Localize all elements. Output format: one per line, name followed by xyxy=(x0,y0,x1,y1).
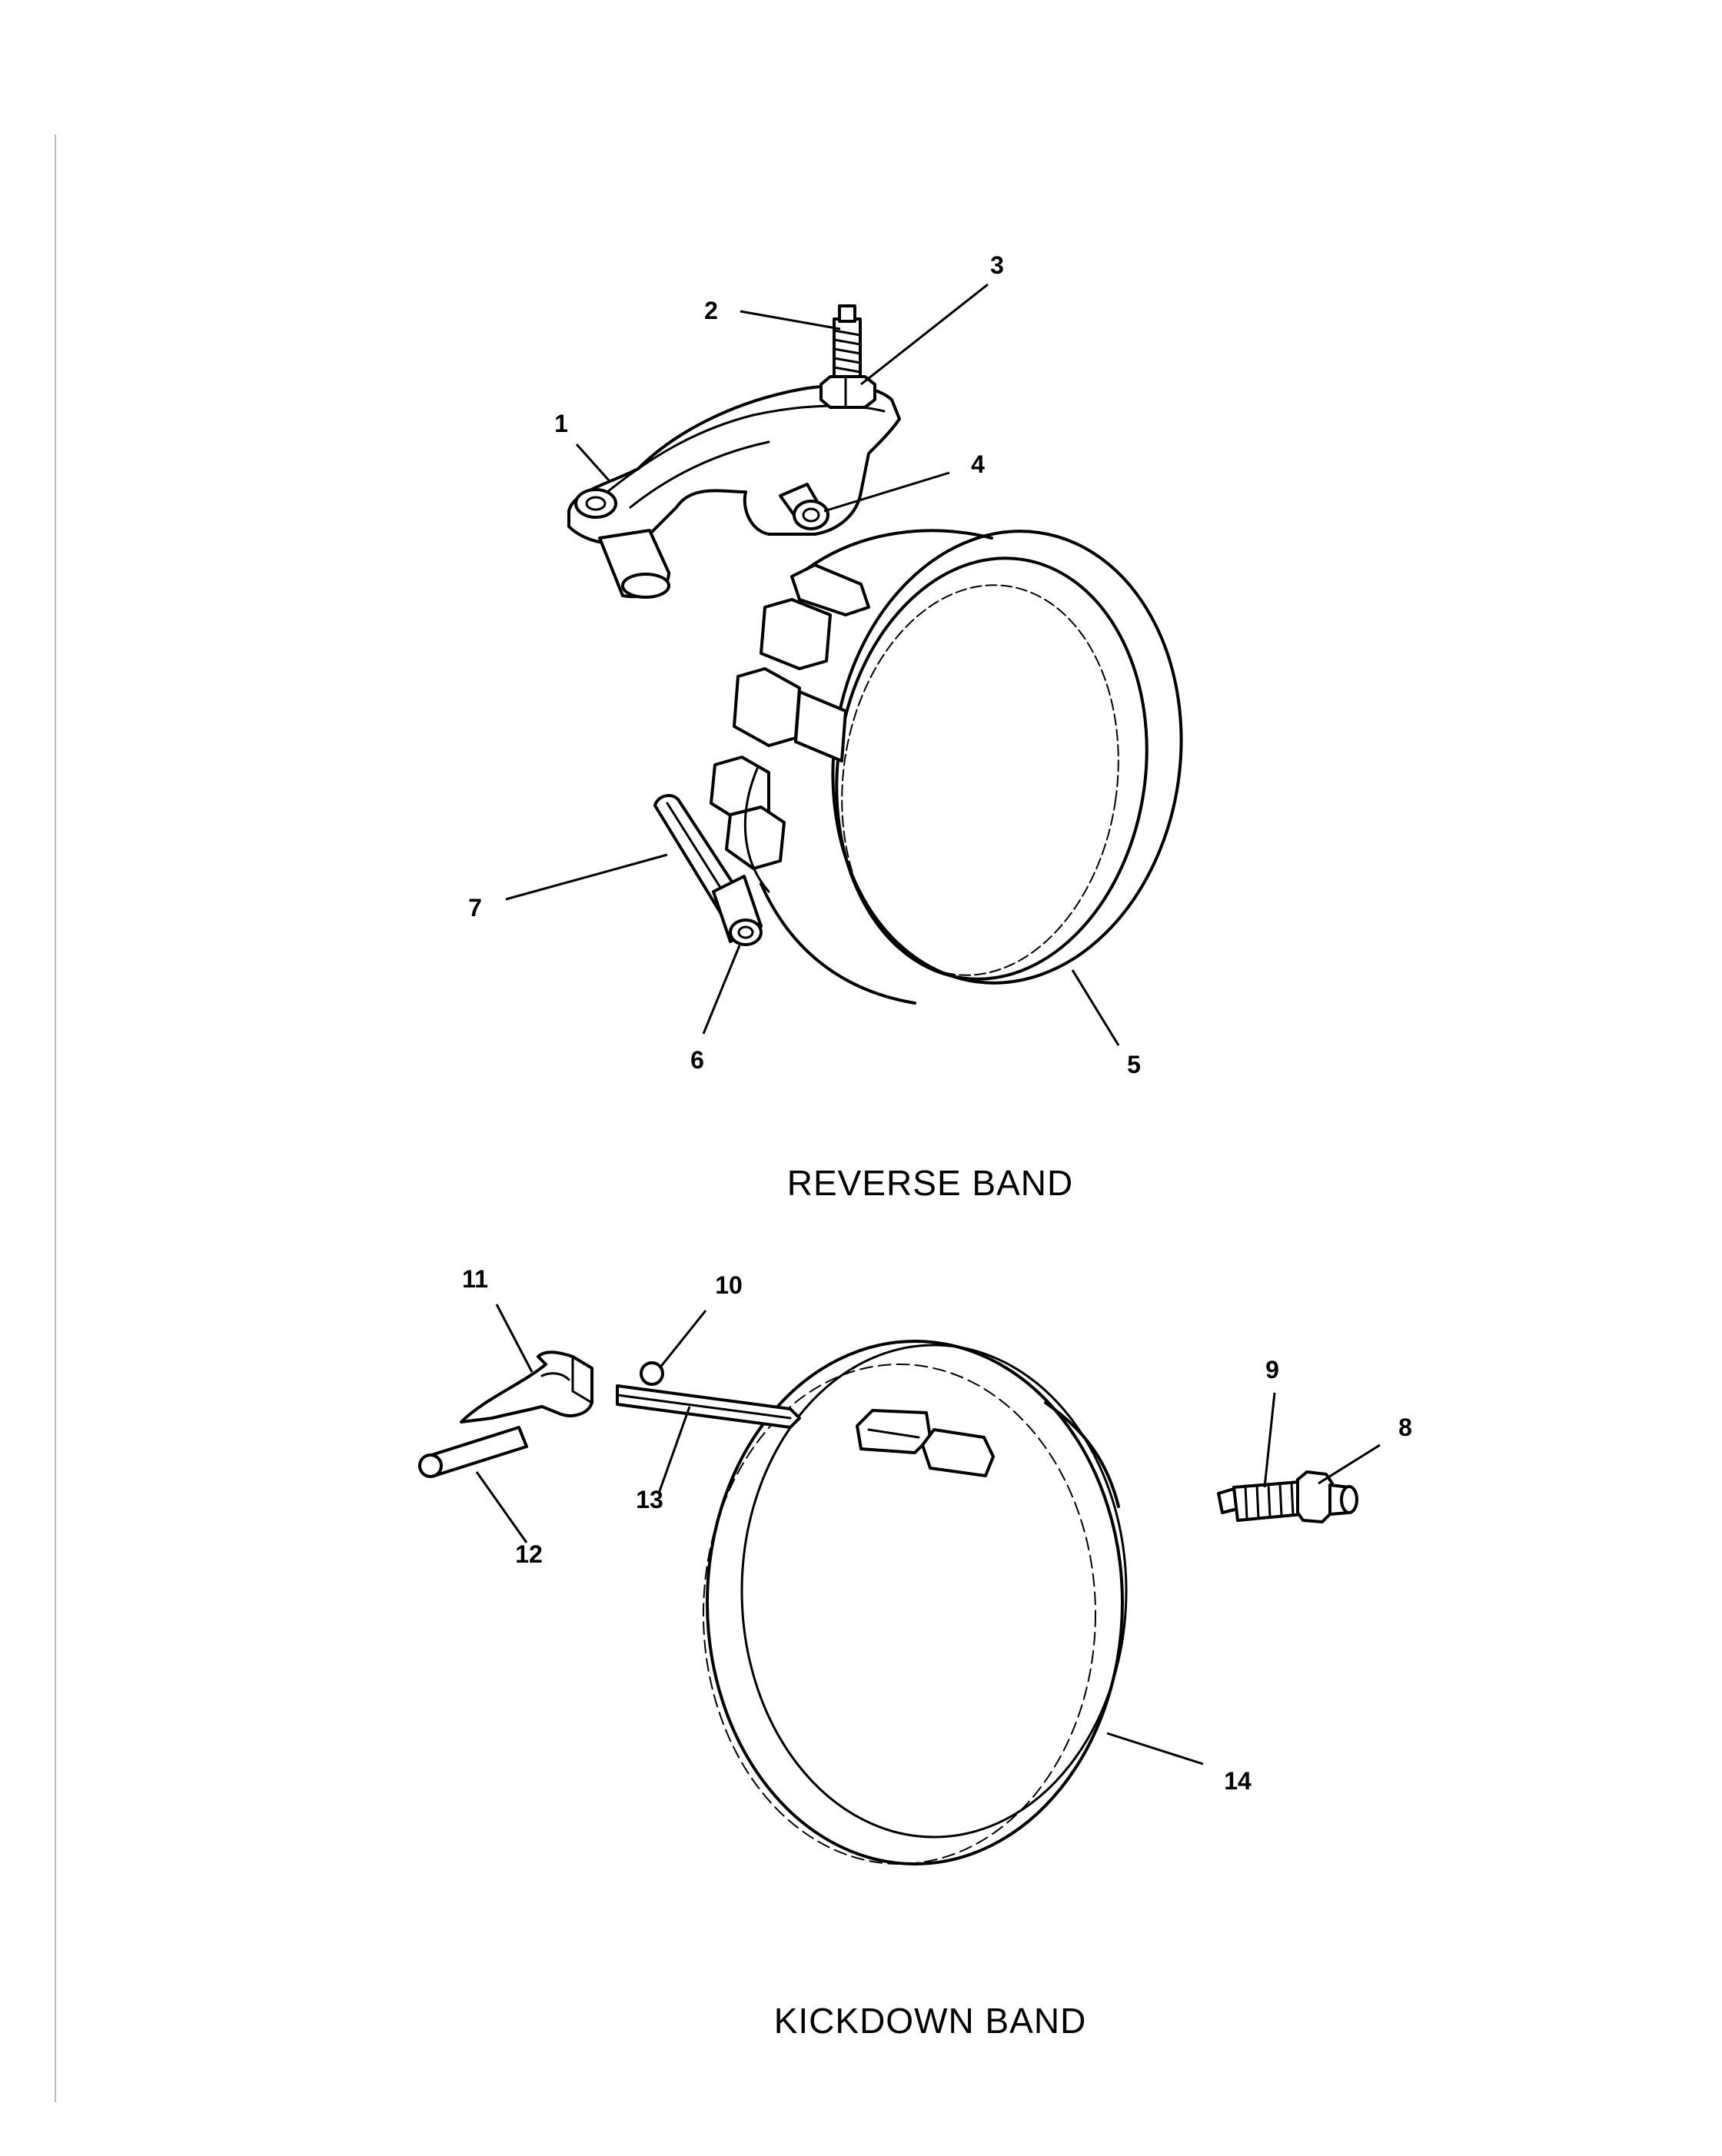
caption-reverse-band: REVERSE BAND xyxy=(787,1163,1073,1203)
callout-5: 5 xyxy=(1127,1051,1141,1078)
callout-3: 3 xyxy=(990,251,1004,279)
part-2-screw xyxy=(833,304,862,382)
part-12-pin xyxy=(418,1426,528,1478)
kickdown-band-clips xyxy=(856,1409,995,1477)
callout-1: 1 xyxy=(554,410,568,437)
reverse-band-bracket xyxy=(710,563,870,893)
part-13-strut xyxy=(616,1384,801,1429)
callout-10: 10 xyxy=(715,1271,743,1299)
part-10-ball xyxy=(640,1361,664,1386)
part-4-pivot xyxy=(779,483,829,530)
callout-2: 2 xyxy=(704,297,718,324)
callout-7: 7 xyxy=(468,894,482,922)
callout-13: 13 xyxy=(636,1486,663,1513)
part-6-roller xyxy=(712,875,763,946)
kickdown-band xyxy=(703,1340,1128,1865)
callout-11: 11 xyxy=(462,1265,488,1293)
part-1-lever xyxy=(567,384,901,599)
part-8-nut xyxy=(1296,1470,1358,1523)
callout-12: 12 xyxy=(515,1540,543,1568)
reverse-leader-lines xyxy=(505,283,1120,1046)
part-11-lever xyxy=(460,1350,593,1423)
caption-kickdown-band: KICKDOWN BAND xyxy=(774,2001,1087,2041)
callout-4: 4 xyxy=(971,450,985,478)
callout-14: 14 xyxy=(1224,1767,1252,1795)
kickdown-leader-lines xyxy=(475,1304,1381,1766)
callout-8: 8 xyxy=(1398,1414,1412,1441)
callout-9: 9 xyxy=(1265,1356,1279,1384)
callout-6: 6 xyxy=(690,1046,704,1074)
part-9-screw xyxy=(1217,1480,1305,1522)
